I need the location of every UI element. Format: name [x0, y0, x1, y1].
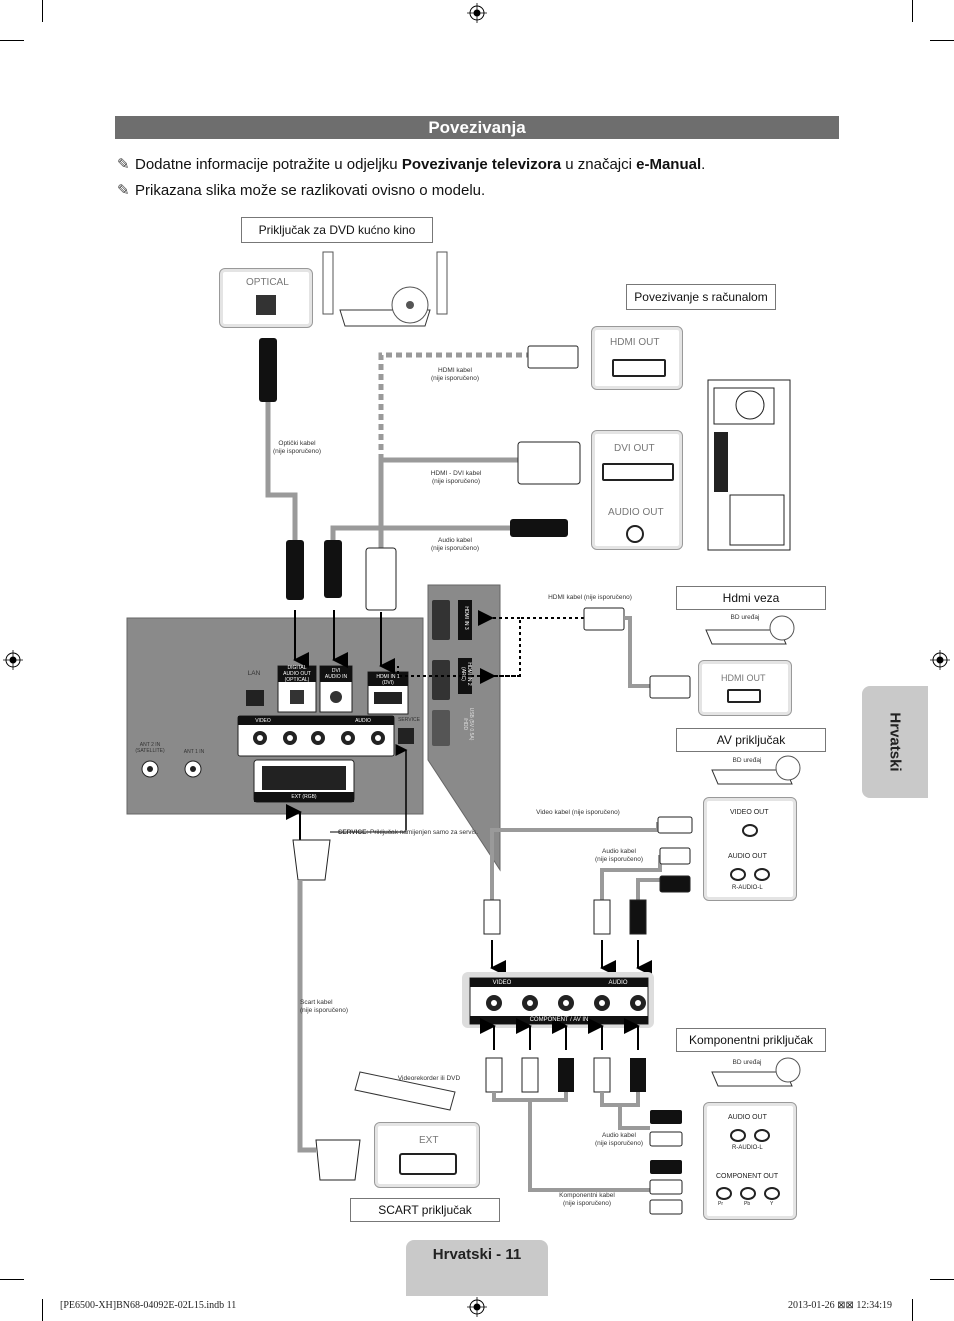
- page-number-label: Hrvatski - 11: [432, 1246, 522, 1263]
- hdmi-in-3-label: HDMI IN 3: [463, 606, 469, 630]
- rca-jack-icon: [742, 824, 758, 837]
- tv-side-panel: [427, 584, 501, 872]
- component-av-in-label: COMPONENT / AV IN: [291, 749, 341, 755]
- label-av-connection: AV priključak: [676, 728, 826, 752]
- rca-jack-icon: [764, 1187, 780, 1200]
- video-label: VIDEO: [255, 718, 271, 724]
- usb-label: USB (5V 0.5A) /HDD: [462, 707, 474, 741]
- registration-mark-icon: [467, 3, 487, 23]
- dvi-port-icon: [602, 463, 674, 481]
- audio-label: AUDIO: [355, 718, 371, 724]
- optical-label: OPTICAL: [246, 277, 289, 288]
- label-pc-connection: Povezivanje s računalom: [626, 284, 776, 310]
- caption-vcr-device: Videorekorder ili DVD: [397, 1075, 461, 1082]
- footer-file-info: [PE6500-XH]BN68-04092E-02L15.indb 11: [60, 1300, 237, 1311]
- caption-hdmi-side-cable: HDMI kabel (nije isporučeno): [548, 594, 632, 601]
- y-label: Y: [770, 1201, 774, 1207]
- hdmi-port-icon: [727, 689, 761, 703]
- r-audio-l-label: R-AUDIO-L: [732, 885, 763, 891]
- note-text: Prikazana slika može se razlikovati ovis…: [135, 182, 486, 199]
- video-out-label: VIDEO OUT: [730, 809, 769, 816]
- caption-bd-device: BD uređaj: [732, 757, 762, 764]
- side-tab-label: Hrvatski: [886, 712, 904, 772]
- caption-component-cable: Komponentni kabel (nije isporučeno): [559, 1192, 615, 1207]
- note-model: ✎ Prikazana slika može se razlikovati ovi…: [117, 181, 485, 199]
- pr-label: Pr: [718, 1201, 723, 1207]
- caption-av-audio-cable: Audio kabel (nije isporučeno): [594, 848, 644, 863]
- comp-audio-out-label: AUDIO OUT: [728, 1114, 767, 1121]
- pencil-note-icon: ✎: [117, 156, 130, 173]
- av-out-port-box: VIDEO OUT AUDIO OUT R-AUDIO-L: [703, 797, 797, 901]
- bd-hdmi-out-label: HDMI OUT: [721, 673, 766, 683]
- rca-jack-icon: [740, 1187, 756, 1200]
- comp-audio-label: AUDIO: [608, 980, 628, 986]
- av-audio-out-label: AUDIO OUT: [728, 853, 767, 860]
- digital-audio-out-label: DIGITAL AUDIO OUT (OPTICAL): [283, 665, 311, 683]
- service-note: SERVICE: Priključak namijenjen samo za s…: [338, 829, 488, 837]
- dvi-audio-out-port-box: DVI OUT AUDIO OUT: [591, 430, 683, 550]
- caption-bd-device: BD uređaj: [730, 614, 760, 621]
- service-note-bold: SERVICE: [338, 829, 367, 836]
- footer-timestamp: 2013-01-26 ⊠⊠ 12:34:19: [788, 1300, 892, 1311]
- ext-port-box: EXT: [374, 1122, 480, 1188]
- ant1-label: ANT 1 IN: [183, 749, 205, 755]
- caption-hdmi-cable: HDMI kabel (nije isporučeno): [430, 367, 480, 382]
- optical-port-icon: [256, 295, 276, 315]
- hdmi-in-2-label: HDMI IN 2 (ARC): [460, 662, 472, 686]
- page-title: Povezivanja: [115, 116, 839, 139]
- scart-port-icon: [399, 1153, 457, 1175]
- caption-video-cable: Video kabel (nije isporučeno): [536, 809, 620, 816]
- label-scart-connection: SCART priključak: [350, 1198, 500, 1222]
- caption-optical-cable: Optički kabel (nije isporučeno): [272, 440, 322, 455]
- rca-jack-icon: [730, 868, 746, 881]
- label-hdmi-connection: Hdmi veza: [676, 586, 826, 610]
- note-bold: e-Manual: [636, 156, 702, 173]
- comp-av-in-label: COMPONENT / AV IN: [529, 1017, 589, 1023]
- ant2-label: ANT 2 IN (SATELLITE): [135, 742, 165, 754]
- audio-out-label: AUDIO OUT: [608, 507, 664, 518]
- rca-jack-icon: [754, 868, 770, 881]
- caption-bd-device: BD uređaj: [732, 1059, 762, 1066]
- label-dvd-home-theater: Priključak za DVD kućno kino: [241, 217, 433, 243]
- service-note-text: : Priključak namijenjen samo za servis.: [366, 829, 479, 836]
- dvi-audio-in-label: DVI AUDIO IN: [324, 668, 348, 680]
- registration-mark-icon: [930, 650, 950, 670]
- page-number-tab: Hrvatski - 11: [406, 1240, 548, 1296]
- optical-port-box: OPTICAL: [219, 268, 313, 328]
- registration-mark-icon: [3, 650, 23, 670]
- rca-jack-icon: [730, 1129, 746, 1142]
- comp-r-audio-l-label: R-AUDIO-L: [732, 1145, 763, 1151]
- ext-rgb-label: EXT (RGB): [291, 794, 317, 800]
- ext-label: EXT: [419, 1135, 439, 1146]
- component-out-port-box: AUDIO OUT R-AUDIO-L COMPONENT OUT Pr Pb …: [703, 1102, 797, 1220]
- bd-hdmi-out-port-box: HDMI OUT: [698, 660, 792, 716]
- label-component-connection: Komponentni priključak: [676, 1028, 826, 1052]
- note-bold: Povezivanje televizora: [401, 156, 562, 173]
- caption-hdmi-dvi-cable: HDMI - DVI kabel (nije isporučeno): [430, 470, 482, 485]
- component-out-label: COMPONENT OUT: [716, 1173, 779, 1180]
- rca-jack-icon: [754, 1129, 770, 1142]
- note-text: Dodatne informacije potražite u odjeljku: [135, 156, 402, 173]
- language-side-tab: Hrvatski: [862, 686, 928, 798]
- rca-jack-icon: [716, 1187, 732, 1200]
- note-emanual: ✎ Dodatne informacije potražite u odjeljk…: [117, 155, 705, 173]
- hdmi-port-icon: [612, 359, 666, 377]
- note-text: .: [701, 156, 706, 173]
- caption-scart-cable: Scart kabel (nije isporučeno): [300, 999, 349, 1014]
- hdmi-out-label: HDMI OUT: [610, 337, 660, 348]
- audio-jack-icon: [626, 525, 644, 543]
- hdmi-out-port-box: HDMI OUT: [591, 326, 683, 390]
- note-text: u značajci: [561, 156, 637, 173]
- caption-comp-audio-cable: Audio kabel (nije isporučeno): [594, 1132, 644, 1147]
- hdmi-in-1-label: HDMI IN 1 (DVI): [376, 674, 400, 686]
- service-label: SERVICE: [398, 717, 420, 723]
- dvi-out-label: DVI OUT: [614, 443, 655, 454]
- pb-label: Pb: [744, 1201, 751, 1207]
- registration-mark-icon: [467, 1297, 487, 1317]
- comp-video-label: VIDEO: [492, 980, 512, 986]
- caption-audio-cable: Audio kabel (nije isporučeno): [430, 537, 480, 552]
- pencil-note-icon: ✎: [117, 182, 130, 199]
- lan-label: LAN: [247, 670, 261, 677]
